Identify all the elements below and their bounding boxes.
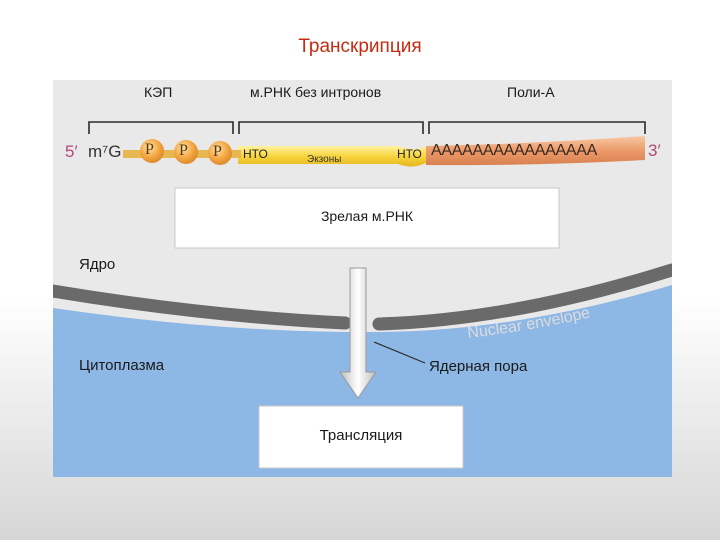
exon-strand: [238, 146, 428, 167]
mrna-bracket: [238, 121, 424, 134]
phosphate-3: [208, 141, 232, 165]
nuclear-envelope-right: [372, 263, 672, 331]
translation-label: Трансляция: [319, 427, 403, 444]
cap-label: КЭП: [144, 84, 173, 100]
polya-tail-label: AAAAAAAAAAAAAAAA: [431, 142, 597, 159]
utr-left-label: НТО: [243, 147, 268, 161]
phosphate-label-1: P: [145, 141, 154, 158]
translation-box: [258, 405, 464, 469]
nuclear-envelope-left: [53, 284, 352, 330]
phosphate-label-3: P: [213, 143, 222, 160]
polya-strand: [426, 136, 645, 166]
slide-title: Транскрипция: [298, 36, 422, 57]
export-arrow: [339, 267, 377, 399]
phosphate-label-2: P: [179, 142, 188, 159]
polya-label: Поли-А: [507, 84, 555, 100]
transcription-diagram: Nuclear envelope КЭП м.РНК без интронов …: [53, 80, 672, 477]
mature-mrna-box: [174, 187, 560, 249]
nuclear-pore-label: Ядерная пора: [429, 358, 528, 375]
diagram-canvas: Nuclear envelope: [53, 80, 672, 477]
phosphate-2: [174, 140, 198, 164]
mature-mrna-label: Зрелая м.РНК: [320, 208, 414, 224]
exons-label: Экзоны: [307, 154, 342, 165]
mrna-label: м.РНК без интронов: [250, 84, 382, 100]
phosphate-1: [140, 139, 164, 163]
nucleus-label: Ядро: [79, 256, 116, 273]
five-prime-label: 5′: [65, 142, 78, 161]
polya-bracket: [428, 121, 646, 134]
three-prime-label: 3′: [648, 141, 661, 160]
cap-bracket: [88, 121, 234, 134]
cytoplasm-label: Цитоплазма: [79, 357, 165, 374]
cap-group-label: m⁷G: [88, 142, 122, 161]
utr-right-label: НТО: [397, 147, 422, 161]
pore-pointer: [373, 341, 426, 364]
